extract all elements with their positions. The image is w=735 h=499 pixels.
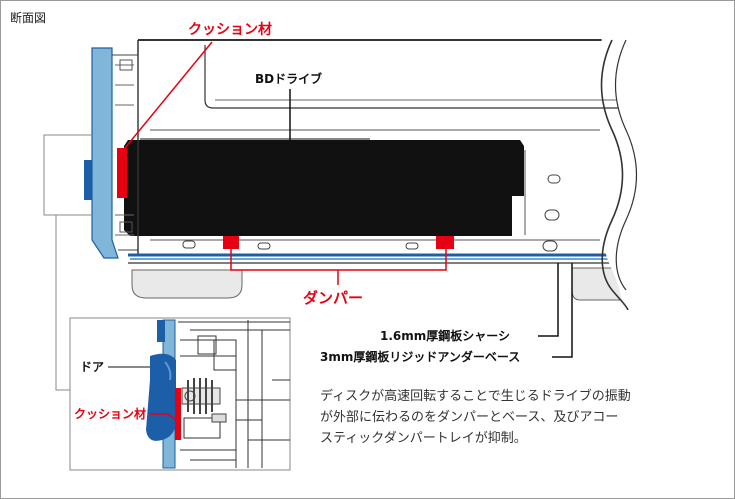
leader-chassis: [538, 263, 559, 337]
leader-cushion-inset: [150, 413, 177, 421]
label-door: ドア: [80, 360, 104, 374]
break-line-left: [600, 39, 629, 311]
label-damper: ダンパー: [303, 289, 363, 307]
label-chassis: 1.6mm厚鋼板シャーシ: [380, 328, 510, 343]
label-base: 3mm厚鋼板リジッドアンダーベース: [320, 349, 520, 364]
cushion-main: [117, 148, 127, 198]
damper-left: [223, 236, 239, 249]
door-shape: [146, 353, 176, 441]
main-section: [124, 39, 625, 301]
section-title: 断面図: [10, 10, 46, 25]
label-cushion-inset: クッション材: [74, 406, 146, 421]
damper-right: [436, 236, 454, 249]
callout-box: [43, 134, 92, 216]
front-panel: [84, 47, 139, 259]
description-line-1: ディスクが高速回転することで生じるドライブの振動: [320, 388, 631, 404]
description-line-3: スティックダンパートレイが抑制。: [320, 431, 527, 446]
label-bd-drive: BDドライブ: [255, 71, 322, 86]
inner-bay-outline: [204, 45, 625, 109]
description-line-2: が外部に伝わるのをダンパーとベース、及びアコー: [320, 410, 618, 425]
leader-cushion-top: [124, 41, 213, 149]
cushion-inset: [175, 388, 181, 440]
door-latch-blue: [84, 160, 92, 200]
bd-drive-body: [124, 140, 524, 236]
leader-base: [552, 263, 573, 358]
break-line-right: [614, 39, 638, 291]
label-cushion-top: クッション材: [188, 21, 272, 38]
inset-detail: [146, 319, 290, 469]
foot-left: [131, 269, 243, 299]
